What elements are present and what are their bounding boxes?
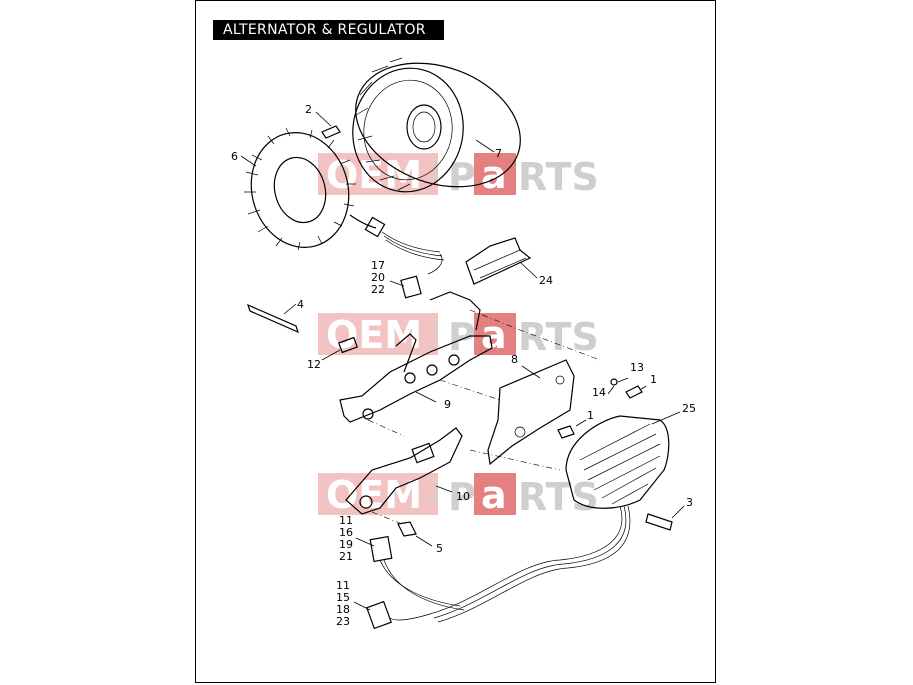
watermark-3: OEM BIKE P a RTS [318,473,599,519]
bolt-part-2 [315,111,341,139]
callout-11-upper: 11 [339,514,353,527]
cover-part-24 [465,237,538,285]
callout-15: 15 [336,591,350,604]
wiring-harness [353,505,631,630]
watermark-p-text: P [448,315,476,359]
callout-14: 14 [592,386,606,399]
page-title: ALTERNATOR & REGULATOR [213,20,444,40]
watermark-1: OEM BIKE P a RTS [318,153,599,199]
leader-6 [240,155,257,167]
watermark-bike-text: BIKE [431,481,441,502]
callout-20: 20 [371,271,385,284]
diagram-frame [195,0,716,683]
tie-strap-part-4 [247,303,299,334]
fasteners-upper [557,377,647,439]
alignment-lines [367,309,601,525]
plate-part-8 [487,359,575,466]
watermark-bike-text: BIKE [431,161,441,182]
watermark-a-box [474,473,516,515]
callout-10: 10 [456,490,470,503]
callout-21: 21 [339,550,353,563]
callout-12: 12 [307,358,321,371]
regulator-part-25 [565,411,681,509]
watermark-p-text: P [448,155,476,199]
watermark-rts-text: RTS [518,475,599,519]
callout-9: 9 [444,398,451,411]
watermark-bike-text: BIKE [431,321,441,342]
watermark-a-text: a [481,313,507,357]
callout-1-upper: 1 [650,373,657,386]
watermark-2: OEM BIKE P a RTS [318,313,599,359]
callout-25: 25 [682,402,696,415]
callout-7: 7 [495,147,502,160]
watermark-oem-box [318,313,438,355]
callout-2: 2 [305,103,312,116]
callout-17: 17 [371,259,385,272]
callout-24: 24 [539,274,553,287]
stator-part-6 [244,127,445,275]
watermark-a-box [474,153,516,195]
callout-19: 19 [339,538,353,551]
leader-7 [475,139,495,153]
bracket-part-9 [339,291,493,423]
callout-6: 6 [231,150,238,163]
callout-3: 3 [686,496,693,509]
watermark-oem-box [318,473,438,515]
watermark-p-text: P [448,475,476,519]
bolt-part-3 [645,505,685,531]
callout-4: 4 [297,298,304,311]
watermark-rts-text: RTS [518,315,599,359]
callout-1-lower: 1 [587,409,594,422]
clip-part-12 [321,336,358,361]
callout-16: 16 [339,526,353,539]
callout-11-lower: 11 [336,579,350,592]
callout-22: 22 [371,283,385,296]
callout-8: 8 [511,353,518,366]
watermark-a-text: a [481,473,507,517]
callout-5: 5 [436,542,443,555]
watermark-a-text: a [481,153,507,197]
watermark-oem-text: OEM [326,313,422,357]
screw-part-5 [397,521,433,547]
rotor-part-7 [352,57,521,193]
callout-23: 23 [336,615,350,628]
callout-18: 18 [336,603,350,616]
callout-13: 13 [630,361,644,374]
bracket-part-10 [345,427,463,515]
watermark-rts-text: RTS [518,155,599,199]
stator-connector [389,275,422,299]
